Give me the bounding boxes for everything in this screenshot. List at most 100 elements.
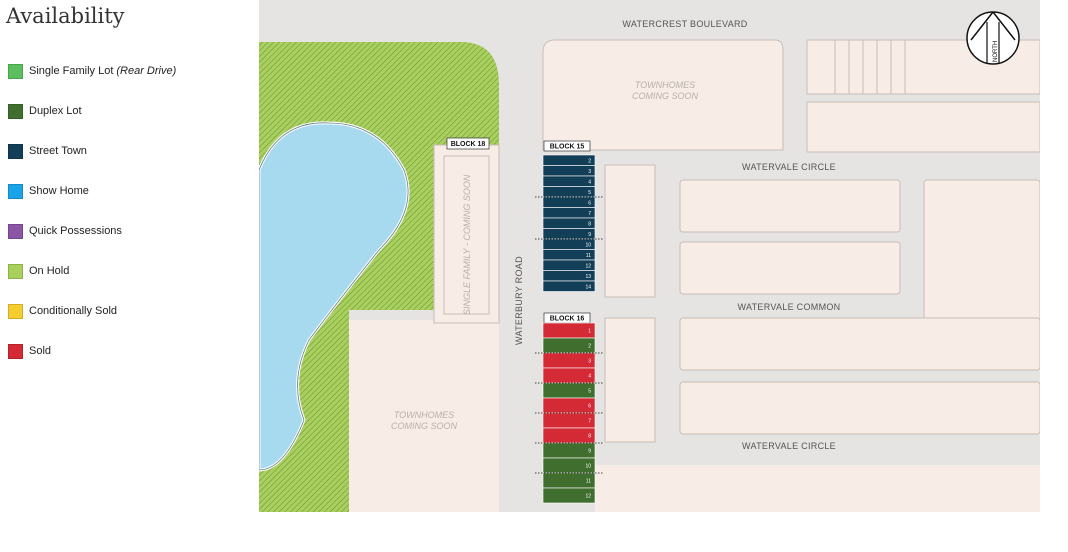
lot-2-1[interactable] xyxy=(542,322,596,339)
site-map[interactable]: TOWNHOMES COMING SOON SINGLE FAMILY - CO… xyxy=(259,0,1040,512)
mid-parcel-b xyxy=(679,241,901,295)
availability-legend: Availability Single Family Lot(Rear Driv… xyxy=(0,0,250,552)
watervale-common-label: WATERVALE COMMON xyxy=(738,302,841,312)
lot-number: 8 xyxy=(588,434,591,440)
lot-number: 11 xyxy=(586,479,591,485)
legend-note: (Rear Drive) xyxy=(116,65,177,77)
mid-parcel-c xyxy=(923,179,1040,323)
townhomes-bottom-label-1: TOWNHOMES xyxy=(394,410,454,420)
townhomes-top-label-2: COMING SOON xyxy=(632,91,699,101)
block-15-tag xyxy=(543,140,591,152)
townhomes-top-label-1: TOWNHOMES xyxy=(635,80,695,90)
single-family-label: SINGLE FAMILY - COMING SOON xyxy=(462,174,472,315)
lot-number: 2 xyxy=(588,344,591,350)
legend-swatch xyxy=(8,263,23,279)
lot-2-7[interactable] xyxy=(542,412,596,429)
legend-swatch xyxy=(8,183,23,199)
townhomes-bottom-parcel xyxy=(349,320,499,512)
legend-item-conditionally-sold: Conditionally Sold xyxy=(8,303,117,319)
single-family-parcel xyxy=(443,155,490,315)
mid-lot-strip-top xyxy=(604,164,656,298)
lot-number: 5 xyxy=(588,190,591,196)
lot-number: 5 xyxy=(588,389,591,395)
lot-2-6[interactable] xyxy=(542,397,596,414)
legend-item-on-hold: On Hold xyxy=(8,263,69,279)
legend-item-show-home: Show Home xyxy=(8,183,89,199)
watervale-circle-top-label: WATERVALE CIRCLE xyxy=(742,162,836,172)
lot-number: 12 xyxy=(585,494,591,500)
lot-number: 4 xyxy=(588,179,591,185)
lot-number: 3 xyxy=(588,359,591,365)
lot-1-5[interactable] xyxy=(542,186,596,198)
legend-swatch xyxy=(8,63,23,79)
lot-1-4[interactable] xyxy=(542,175,596,187)
legend-label: Conditionally Sold xyxy=(29,305,118,317)
lot-number: 12 xyxy=(585,263,591,269)
compass-label: NORTH xyxy=(993,41,999,62)
townhomes-bottom-label-2: COMING SOON xyxy=(391,421,458,431)
legend-label: Single Family Lot xyxy=(29,65,114,77)
lot-number: 7 xyxy=(588,211,591,217)
lot-number: 7 xyxy=(588,419,591,425)
legend-label: On Hold xyxy=(29,265,70,277)
watervale-circle-bottom-label: WATERVALE CIRCLE xyxy=(742,441,836,451)
legend-item-quick-possessions: Quick Possessions xyxy=(8,223,122,239)
lot-2-3[interactable] xyxy=(542,352,596,369)
lot-number: 9 xyxy=(588,449,591,455)
lot-2-9[interactable] xyxy=(542,442,596,459)
pond-outline xyxy=(259,122,409,471)
lot-1-9[interactable] xyxy=(542,228,596,240)
lot-number: 14 xyxy=(585,284,591,290)
lot-number: 6 xyxy=(588,404,591,410)
waterbury-road-label: WATERBURY ROAD xyxy=(514,256,524,345)
top-right-parcel-2 xyxy=(806,101,1040,153)
lot-number: 6 xyxy=(588,200,591,206)
legend-item-duplex-lot: Duplex Lot xyxy=(8,103,82,119)
lot-2-2[interactable] xyxy=(542,337,596,354)
legend-item-street-town: Street Town xyxy=(8,143,87,159)
lot-2-12[interactable] xyxy=(542,487,596,504)
lot-2-5[interactable] xyxy=(542,382,596,399)
lot-number: 4 xyxy=(588,374,591,380)
mid-lot-strip-bottom xyxy=(604,317,656,443)
legend-label: Sold xyxy=(29,345,52,357)
legend-label: Quick Possessions xyxy=(29,225,122,237)
block-18-label: BLOCK 18 xyxy=(451,141,486,148)
townhomes-top-parcel xyxy=(542,39,784,151)
legend-title: Availability xyxy=(6,4,125,28)
mid-parcel-d xyxy=(679,317,1040,371)
lot-1-8[interactable] xyxy=(542,217,596,229)
legend-swatch xyxy=(8,143,23,159)
block-15-label: BLOCK 15 xyxy=(550,144,585,151)
mid-parcel-e xyxy=(679,381,1040,435)
legend-swatch xyxy=(8,103,23,119)
block-16-label: BLOCK 16 xyxy=(550,316,585,323)
lot-1-6[interactable] xyxy=(542,196,596,208)
north-compass: NORTH xyxy=(966,11,1020,65)
lot-number: 2 xyxy=(588,158,591,164)
lot-1-14[interactable] xyxy=(542,280,596,292)
lot-1-3[interactable] xyxy=(542,165,596,177)
lot-1-2[interactable] xyxy=(542,154,596,166)
lot-number: 9 xyxy=(588,232,591,238)
lot-number: 3 xyxy=(588,169,591,175)
lot-1-7[interactable] xyxy=(542,207,596,219)
site-map-svg[interactable]: TOWNHOMES COMING SOON SINGLE FAMILY - CO… xyxy=(259,0,1040,512)
legend-swatch xyxy=(8,303,23,319)
lot-number: 1 xyxy=(588,329,591,335)
legend-label: Duplex Lot xyxy=(29,105,82,117)
watercrest-boulevard-label: WATERCREST BOULEVARD xyxy=(622,19,747,29)
legend-swatch xyxy=(8,343,23,359)
lot-number: 10 xyxy=(585,242,591,248)
legend-item-single-family-lot: Single Family Lot(Rear Drive) xyxy=(8,63,176,79)
block-18-tag xyxy=(446,137,490,150)
legend-label: Show Home xyxy=(29,185,89,197)
lot-2-4[interactable] xyxy=(542,367,596,384)
lot-number: 11 xyxy=(586,253,591,259)
lot-2-8[interactable] xyxy=(542,427,596,444)
bottom-strip-parcel xyxy=(595,465,1040,512)
lot-number: 10 xyxy=(585,464,591,470)
lot-number: 13 xyxy=(585,274,591,280)
